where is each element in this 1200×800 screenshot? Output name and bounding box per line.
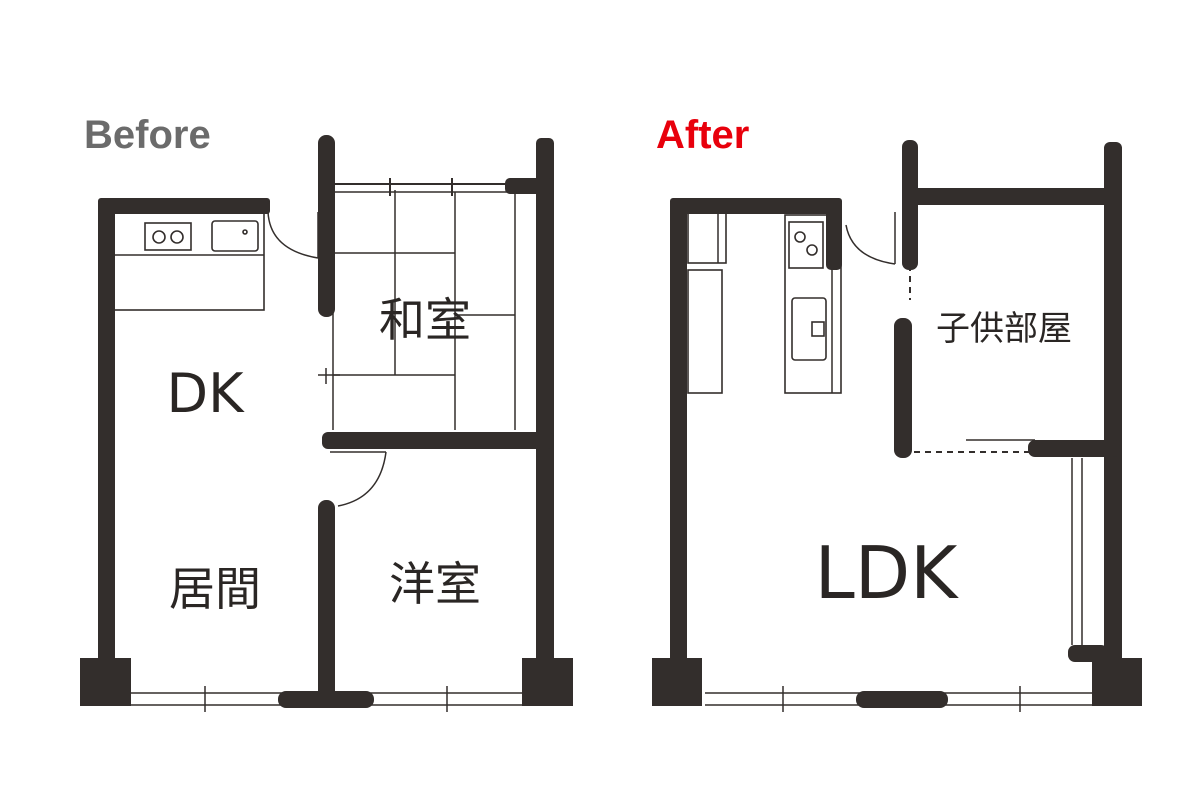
before-kitchen-counter [112, 212, 265, 311]
room-label-ldk: LDK [815, 531, 960, 615]
room-label-washitsu: 和室 [379, 293, 471, 347]
before-floor-plan: DK 和室 居間 洋室 [80, 135, 573, 712]
after-heading: After [656, 113, 750, 157]
before-window-top-washitsu [335, 178, 512, 196]
room-label-youshitsu: 洋室 [389, 557, 481, 611]
before-heading: Before [84, 113, 211, 157]
after-floor-plan: LDK 子供部屋 [652, 140, 1142, 712]
room-label-living: 居間 [169, 562, 261, 616]
after-right-closet [1071, 458, 1083, 645]
room-label-kids-room: 子供部屋 [936, 309, 1072, 349]
after-kitchen-island [784, 214, 842, 394]
room-label-dk: DK [167, 362, 246, 425]
before-walls [80, 135, 573, 708]
before-window-bottom [130, 686, 522, 712]
after-walls [652, 140, 1142, 708]
after-door-swings [845, 212, 896, 265]
after-left-cabinets [687, 212, 727, 394]
